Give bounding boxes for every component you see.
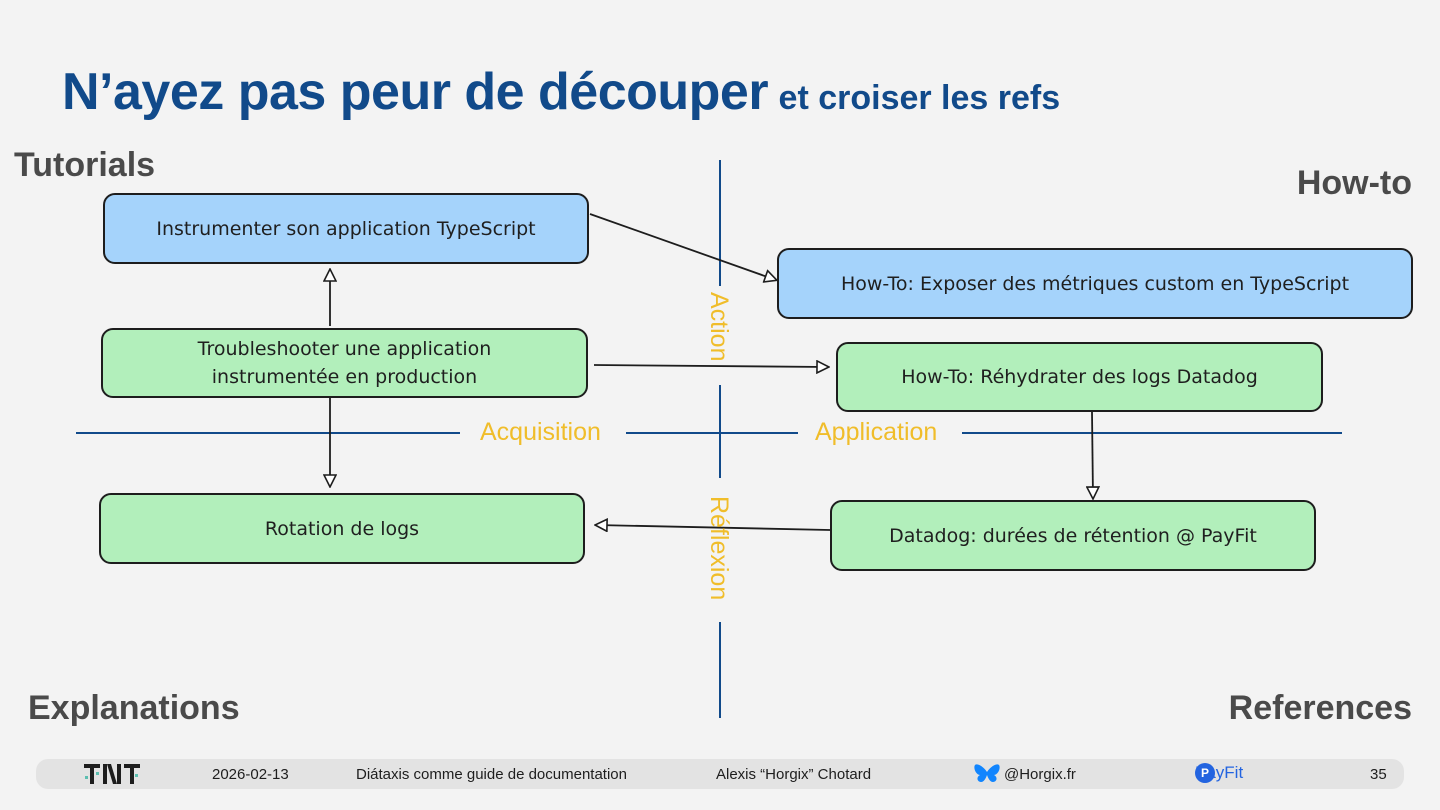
edge-troubleshoot-to-rehydrate [593, 365, 828, 367]
slide-title: N’ayez pas peur de découper et croiser l… [62, 62, 1060, 122]
footer-social-handle: @Horgix.fr [1004, 766, 1076, 783]
node-label: Datadog: durées de rétention @ PayFit [889, 524, 1257, 547]
node-label: Troubleshooter une application instrumen… [197, 338, 492, 388]
axis-label-reflexion: Réflexion [705, 496, 733, 601]
node-log-rotation: Rotation de logs [99, 493, 585, 564]
edge-instrument-to-expose-metrics [589, 213, 776, 280]
slide-footer: 2026-02-13 Diátaxis comme guide de docum… [36, 759, 1404, 789]
footer-talk-title: Diátaxis comme guide de documentation [356, 766, 627, 783]
quadrant-label-tutorials: Tutorials [14, 146, 156, 184]
node-troubleshoot-application: Troubleshooter une application instrumen… [101, 328, 588, 398]
butterfly-icon [974, 763, 1000, 789]
slide-title-sub: et croiser les refs [778, 79, 1061, 117]
axis-label-action: Action [705, 292, 733, 362]
axis-label-acquisition: Acquisition [480, 418, 601, 446]
node-label: How-To: Exposer des métriques custom en … [840, 272, 1350, 295]
node-label: Rotation de logs [264, 517, 420, 540]
node-rehydrate-logs: How-To: Réhydrater des logs Datadog [836, 342, 1323, 412]
quadrant-axes [76, 160, 1342, 718]
footer-author: Alexis “Horgix” Chotard [716, 766, 872, 783]
edge-rehydrate-to-retention [1092, 411, 1093, 498]
axis-label-application: Application [815, 418, 938, 446]
tnt-logo [84, 762, 140, 790]
quadrant-label-explanations: Explanations [28, 689, 240, 727]
node-expose-custom-metrics: How-To: Exposer des métriques custom en … [777, 248, 1413, 319]
node-instrument-typescript: Instrumenter son application TypeScript [103, 193, 589, 264]
footer-page-number: 35 [1370, 766, 1387, 783]
footer-date: 2026-02-13 [212, 766, 289, 783]
quadrant-label-references: References [1228, 689, 1412, 727]
slide-title-main: N’ayez pas peur de découper [62, 63, 769, 121]
node-datadog-retention: Datadog: durées de rétention @ PayFit [830, 500, 1316, 571]
edge-retention-to-log-rotation [596, 525, 831, 530]
node-label: How-To: Réhydrater des logs Datadog [901, 366, 1258, 388]
node-label: Instrumenter son application TypeScript [156, 217, 536, 240]
quadrant-label-how-to: How-to [1296, 164, 1412, 202]
payfit-icon: P [1195, 763, 1215, 783]
